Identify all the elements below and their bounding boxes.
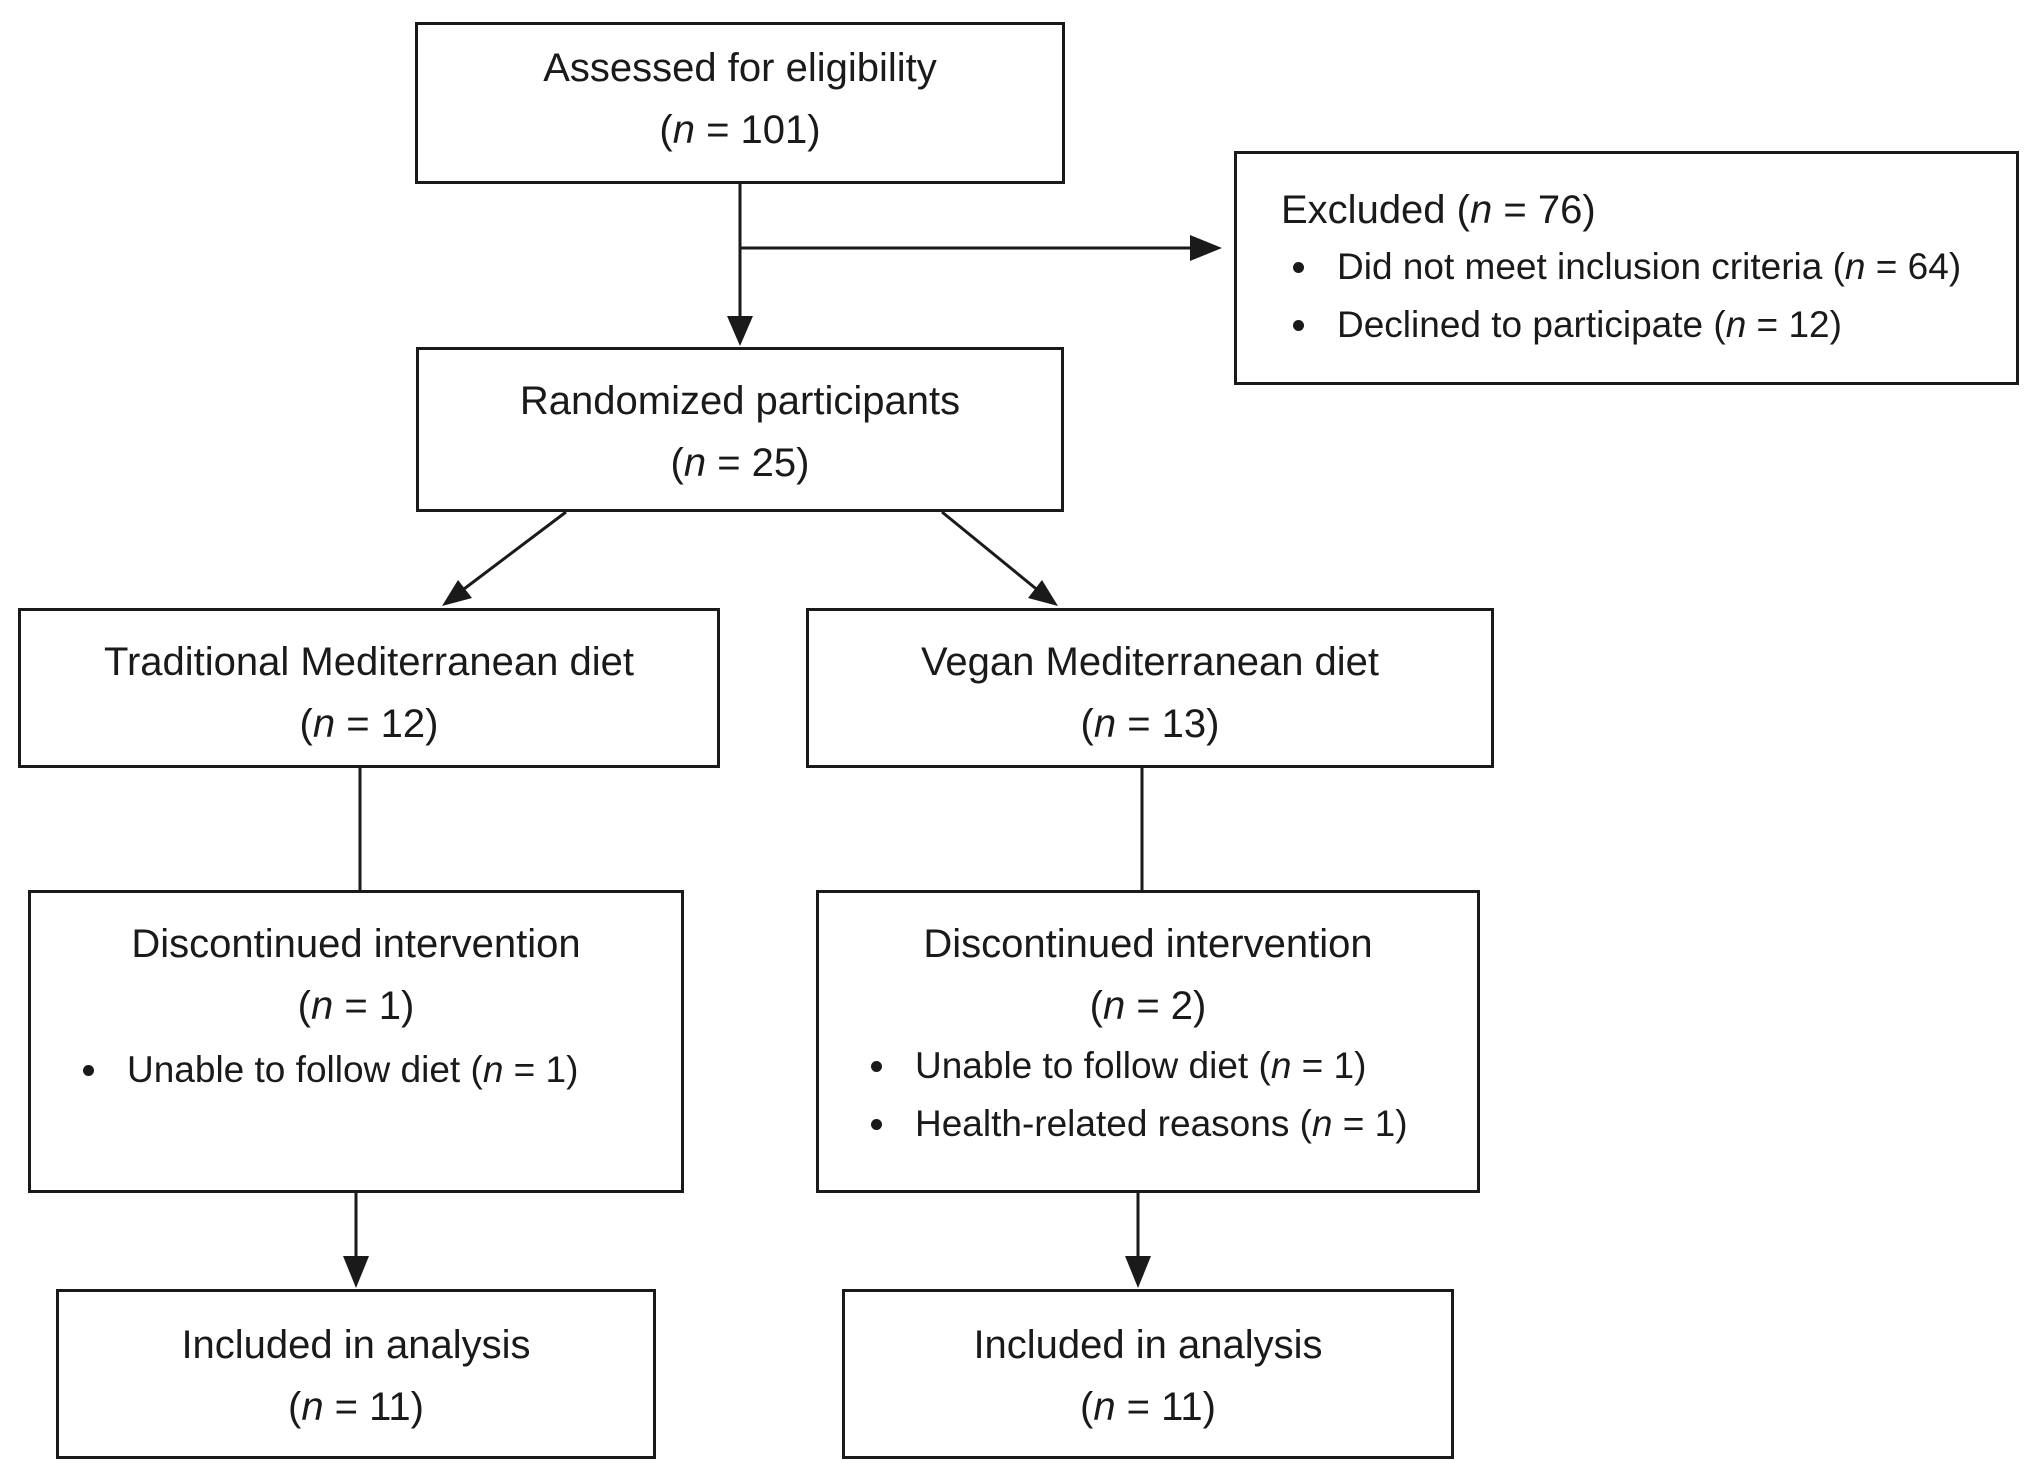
assessed-box: Assessed for eligibility (n = 101) xyxy=(415,22,1065,184)
vegan-analysis-count: (n = 11) xyxy=(1079,1385,1216,1429)
traditional-allocation-box: Traditional Mediterranean diet (n = 12) xyxy=(18,608,720,768)
bullet-icon xyxy=(871,1061,882,1072)
traditional-analysis-box: Included in analysis (n = 11) xyxy=(56,1289,656,1459)
bullet-icon xyxy=(1293,262,1304,273)
arrowhead-randomized xyxy=(727,316,753,346)
vegan-discontinued-count: (n = 2) xyxy=(1089,984,1207,1028)
traditional-discontinued-title: Discontinued intervention xyxy=(131,922,581,966)
traditional-discontinued-reasons: Unable to follow diet (n = 1) xyxy=(31,1041,681,1099)
vegan-allocation-box: Vegan Mediterranean diet (n = 13) xyxy=(806,608,1494,768)
traditional-allocation-title: Traditional Mediterranean diet xyxy=(104,640,634,684)
discontinued-reason-item: Unable to follow diet (n = 1) xyxy=(71,1041,681,1099)
arrowhead-excluded xyxy=(1190,235,1222,261)
assessed-count: (n = 101) xyxy=(659,108,821,152)
arrowhead-trad-analysis xyxy=(343,1256,369,1288)
randomized-count: (n = 25) xyxy=(670,441,810,485)
excluded-reason-item: Did not meet inclusion criteria (n = 64) xyxy=(1281,238,2016,296)
vegan-analysis-title: Included in analysis xyxy=(973,1323,1323,1367)
vegan-discontinued-box: Discontinued intervention (n = 2) Unable… xyxy=(816,890,1480,1193)
bullet-icon xyxy=(83,1065,94,1076)
randomized-title: Randomized participants xyxy=(519,379,961,423)
vegan-discontinued-title: Discontinued intervention xyxy=(923,922,1373,966)
excluded-title: Excluded (n = 76) xyxy=(1281,188,1596,232)
bullet-icon xyxy=(1293,320,1304,331)
arrow-randomized-to-vegan xyxy=(941,510,1041,594)
traditional-allocation-count: (n = 12) xyxy=(299,702,439,746)
arrowhead-traditional xyxy=(442,580,472,606)
arrowhead-vegan-analysis xyxy=(1125,1256,1151,1288)
vegan-allocation-count: (n = 13) xyxy=(1080,702,1220,746)
traditional-discontinued-count: (n = 1) xyxy=(297,984,415,1028)
traditional-discontinued-box: Discontinued intervention (n = 1) Unable… xyxy=(28,890,684,1193)
vegan-analysis-box: Included in analysis (n = 11) xyxy=(842,1289,1454,1459)
bullet-icon xyxy=(871,1119,882,1130)
discontinued-reason-item: Unable to follow diet (n = 1) xyxy=(859,1037,1477,1095)
excluded-reasons-list: Did not meet inclusion criteria (n = 64)… xyxy=(1281,238,2016,354)
traditional-analysis-count: (n = 11) xyxy=(287,1385,424,1429)
excluded-box: Excluded (n = 76) Did not meet inclusion… xyxy=(1234,151,2019,385)
vegan-discontinued-reasons: Unable to follow diet (n = 1) Health-rel… xyxy=(819,1037,1477,1153)
discontinued-reason-item: Health-related reasons (n = 1) xyxy=(859,1095,1477,1153)
arrow-randomized-to-traditional xyxy=(459,510,567,594)
vegan-allocation-title: Vegan Mediterranean diet xyxy=(920,640,1380,684)
traditional-analysis-title: Included in analysis xyxy=(181,1323,531,1367)
excluded-reason-item: Declined to participate (n = 12) xyxy=(1281,296,2016,354)
arrowhead-vegan xyxy=(1028,580,1058,606)
assessed-title: Assessed for eligibility xyxy=(543,46,937,90)
randomized-box: Randomized participants (n = 25) xyxy=(416,347,1064,512)
